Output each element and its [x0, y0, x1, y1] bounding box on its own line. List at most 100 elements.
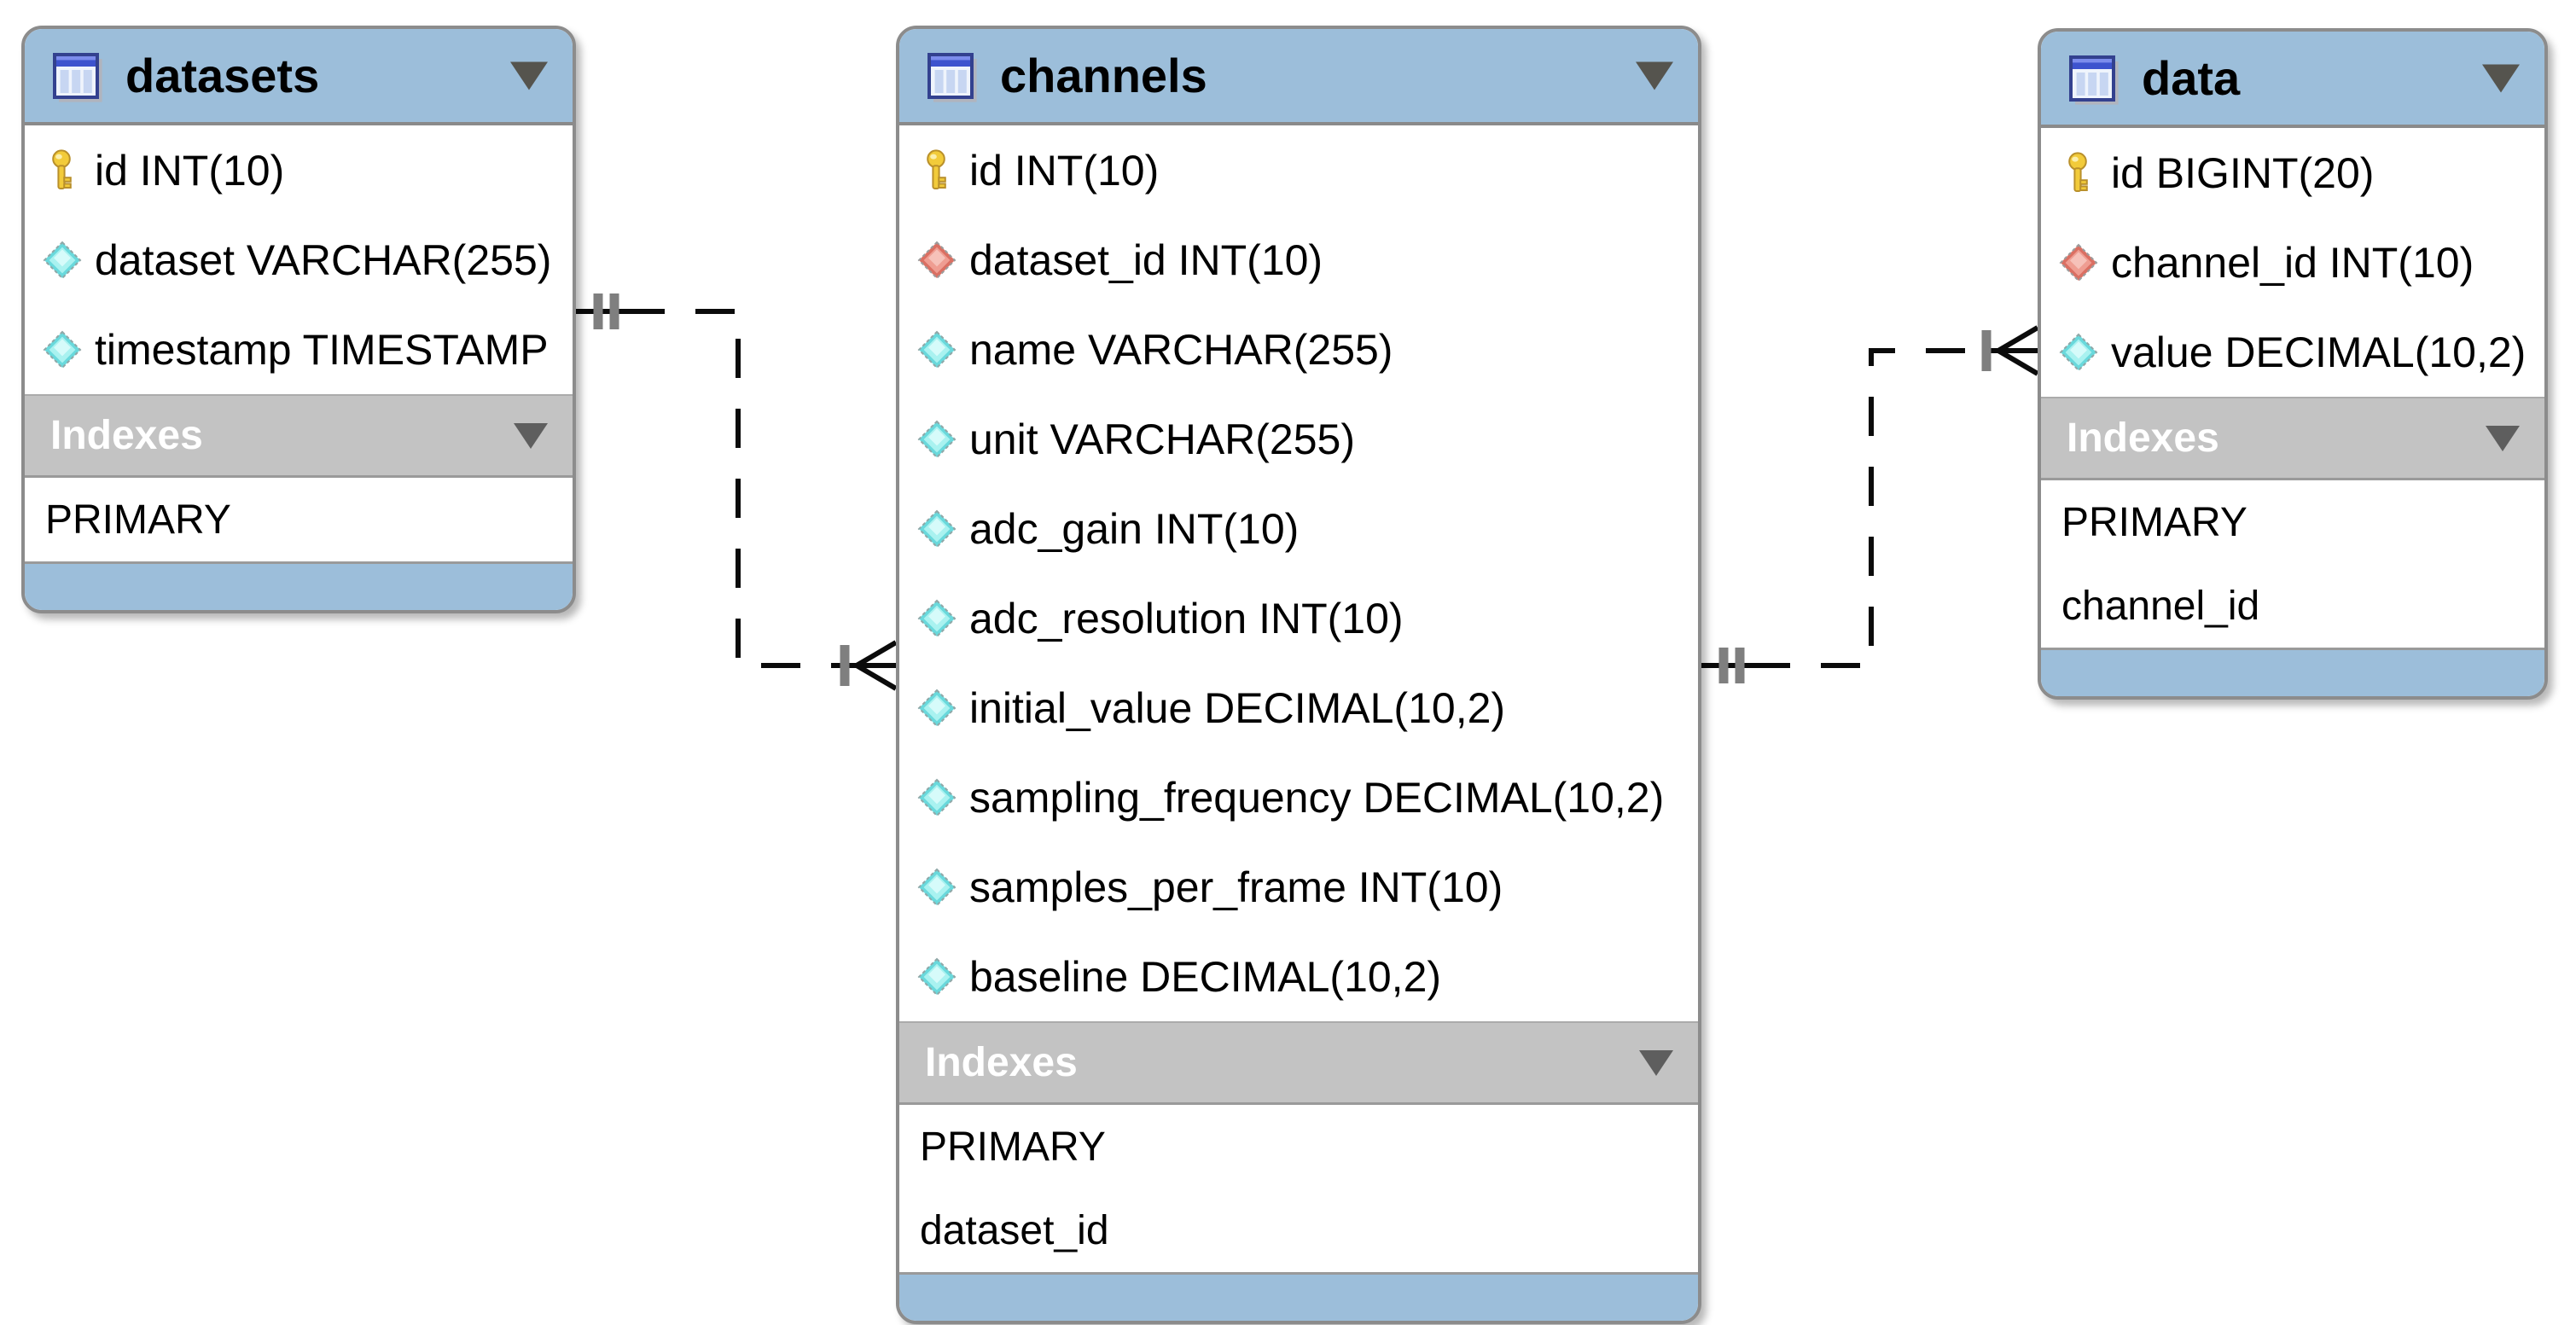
- index-row[interactable]: dataset_id: [899, 1188, 1698, 1272]
- column-diamond-icon: [42, 241, 83, 280]
- relationship-dashed-line: [625, 309, 841, 668]
- column-row[interactable]: value DECIMAL(10,2): [2041, 307, 2544, 397]
- column-row[interactable]: dataset_id INT(10): [899, 215, 1698, 305]
- cardinality-one-bar: [1718, 648, 1729, 683]
- column-label: name VARCHAR(255): [969, 325, 1393, 374]
- crow-foot-line: [855, 663, 898, 691]
- collapse-triangle-icon[interactable]: [1635, 60, 1674, 91]
- collapse-triangle-icon[interactable]: [509, 60, 549, 91]
- column-row[interactable]: unit VARCHAR(255): [899, 394, 1698, 484]
- column-row[interactable]: initial_value DECIMAL(10,2): [899, 663, 1698, 753]
- column-label: dataset VARCHAR(255): [95, 235, 552, 284]
- column-diamond-icon: [916, 509, 957, 549]
- key-icon: [916, 148, 957, 192]
- table-header[interactable]: datasets: [25, 29, 573, 125]
- column-label: channel_id INT(10): [2111, 238, 2474, 287]
- fk-diamond-icon: [916, 241, 957, 280]
- column-row[interactable]: baseline DECIMAL(10,2): [899, 932, 1698, 1021]
- crow-foot-line: [855, 640, 898, 668]
- column-diamond-icon: [916, 868, 957, 907]
- indexes-collapse-triangle-icon[interactable]: [513, 421, 549, 450]
- column-row[interactable]: channel_id INT(10): [2041, 218, 2544, 307]
- table-channels[interactable]: channels id INT(10) dataset_id INT(10) nam…: [896, 26, 1701, 1324]
- index-row[interactable]: PRIMARY: [899, 1105, 1698, 1188]
- table-indexes: PRIMARY: [25, 478, 573, 561]
- column-diamond-icon: [916, 599, 957, 638]
- table-name: data: [2142, 51, 2241, 105]
- table-icon: [923, 49, 978, 103]
- table-columns: id INT(10) dataset VARCHAR(255) timestamp …: [25, 125, 573, 394]
- cardinality-one-bar: [1735, 648, 1745, 683]
- column-label: timestamp TIMESTAMP: [95, 325, 549, 374]
- column-row[interactable]: adc_gain INT(10): [899, 484, 1698, 573]
- index-label: channel_id: [2061, 583, 2260, 629]
- column-row[interactable]: timestamp TIMESTAMP: [25, 305, 573, 394]
- indexes-section-label: Indexes: [50, 413, 203, 458]
- indexes-collapse-triangle-icon[interactable]: [2485, 424, 2521, 453]
- column-label: id INT(10): [95, 146, 285, 195]
- cardinality-many-bar: [1981, 330, 1992, 371]
- table-header[interactable]: data: [2041, 32, 2544, 128]
- table-name: datasets: [125, 49, 320, 102]
- column-label: adc_resolution INT(10): [969, 594, 1404, 642]
- column-diamond-icon: [916, 957, 957, 997]
- relationship-datasets-to-channels[interactable]: [576, 293, 898, 691]
- column-label: dataset_id INT(10): [969, 235, 1323, 284]
- table-name: channels: [1000, 49, 1207, 102]
- column-row[interactable]: adc_resolution INT(10): [899, 573, 1698, 663]
- column-diamond-icon: [916, 420, 957, 459]
- column-label: id BIGINT(20): [2111, 148, 2375, 197]
- index-label: PRIMARY: [920, 1124, 1106, 1170]
- column-row[interactable]: name VARCHAR(255): [899, 305, 1698, 394]
- column-label: baseline DECIMAL(10,2): [969, 952, 1442, 1001]
- table-icon: [2065, 51, 2120, 106]
- indexes-section-header[interactable]: Indexes: [899, 1021, 1698, 1105]
- index-row[interactable]: PRIMARY: [2041, 480, 2544, 564]
- table-icon: [49, 49, 103, 103]
- collapse-triangle-icon[interactable]: [2481, 62, 2521, 94]
- column-diamond-icon: [916, 778, 957, 817]
- cardinality-one-bar: [609, 293, 619, 329]
- fk-diamond-icon: [2058, 243, 2099, 282]
- column-diamond-icon: [42, 330, 83, 369]
- indexes-section-header[interactable]: Indexes: [25, 394, 573, 478]
- indexes-section-label: Indexes: [2067, 416, 2219, 461]
- table-data[interactable]: data id BIGINT(20) channel_id INT(10) valu…: [2038, 28, 2548, 700]
- column-label: unit VARCHAR(255): [969, 415, 1356, 463]
- relationship-dashed-line: [1751, 348, 1983, 668]
- crow-foot-line: [1997, 348, 2039, 376]
- table-footer: [899, 1272, 1698, 1321]
- column-label: initial_value DECIMAL(10,2): [969, 683, 1506, 732]
- indexes-section-header[interactable]: Indexes: [2041, 397, 2544, 480]
- column-row[interactable]: sampling_frequency DECIMAL(10,2): [899, 753, 1698, 842]
- indexes-collapse-triangle-icon[interactable]: [1638, 1049, 1674, 1078]
- indexes-section-label: Indexes: [925, 1040, 1078, 1085]
- index-label: dataset_id: [920, 1207, 1109, 1253]
- table-footer: [2041, 648, 2544, 696]
- column-diamond-icon: [916, 689, 957, 728]
- column-label: sampling_frequency DECIMAL(10,2): [969, 773, 1665, 822]
- table-columns: id BIGINT(20) channel_id INT(10) value DEC…: [2041, 128, 2544, 397]
- index-row[interactable]: channel_id: [2041, 564, 2544, 648]
- column-label: id INT(10): [969, 146, 1160, 195]
- column-row[interactable]: samples_per_frame INT(10): [899, 842, 1698, 932]
- table-datasets[interactable]: datasets id INT(10) dataset VARCHAR(255) t…: [21, 26, 576, 613]
- column-row[interactable]: id INT(10): [25, 125, 573, 215]
- relationship-channels-to-data[interactable]: [1701, 325, 2039, 683]
- column-row[interactable]: dataset VARCHAR(255): [25, 215, 573, 305]
- table-header[interactable]: channels: [899, 29, 1698, 125]
- index-label: PRIMARY: [45, 497, 231, 543]
- column-row[interactable]: id BIGINT(20): [2041, 128, 2544, 218]
- index-label: PRIMARY: [2061, 499, 2247, 545]
- column-diamond-icon: [2058, 333, 2099, 372]
- column-row[interactable]: id INT(10): [899, 125, 1698, 215]
- table-indexes: PRIMARY channel_id: [2041, 480, 2544, 648]
- table-columns: id INT(10) dataset_id INT(10) name VARCHAR…: [899, 125, 1698, 1021]
- cardinality-many-bar: [840, 645, 850, 686]
- index-row[interactable]: PRIMARY: [25, 478, 573, 561]
- key-icon: [2058, 151, 2099, 195]
- column-label: adc_gain INT(10): [969, 504, 1300, 553]
- column-label: value DECIMAL(10,2): [2111, 328, 2527, 376]
- table-indexes: PRIMARY dataset_id: [899, 1105, 1698, 1272]
